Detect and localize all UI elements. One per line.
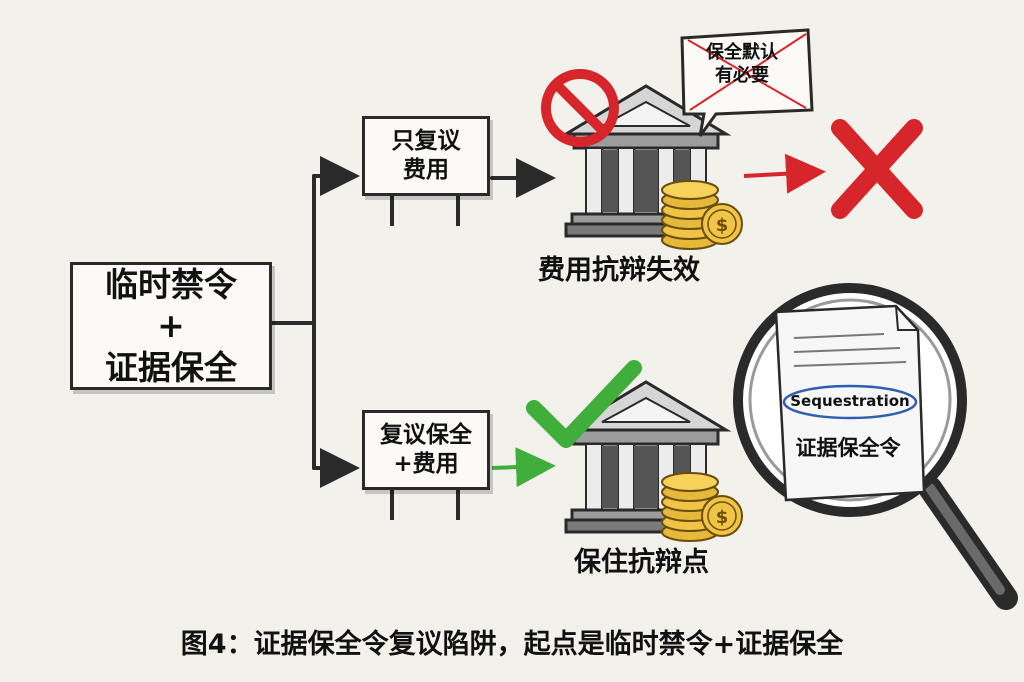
figure-caption: 图4：证据保全令复议陷阱，起点是临时禁令+证据保全 (180, 629, 844, 660)
start-box: 临时禁令 + 证据保全 (70, 262, 272, 390)
x-mark-icon (831, 119, 923, 219)
green-arrow (491, 447, 556, 488)
result-keep-label: 保住抗辩点 (574, 547, 709, 578)
sign-posts (390, 192, 460, 520)
speech-bubble-text: 保全默认 有必要 (686, 42, 798, 87)
no-entry-icon (541, 69, 619, 147)
sequestration-tag: Sequestration (790, 392, 910, 410)
speech-bubble (680, 28, 814, 137)
red-arrow (743, 153, 826, 194)
speech-line1: 保全默认 (706, 42, 778, 63)
sign-preservation-and-fee: 复议保全 +费用 (362, 410, 490, 490)
result-fail-label: 费用抗辩失效 (538, 255, 700, 286)
checkmark-icon (526, 360, 642, 448)
start-line1: 临时禁令 (105, 265, 237, 305)
preservation-order-label: 证据保全令 (795, 436, 901, 460)
start-line2: 证据保全 (105, 347, 237, 387)
coin-stack-icon (661, 180, 743, 250)
flow-connectors (266, 156, 556, 488)
speech-line2: 有必要 (715, 64, 769, 86)
sign-fee-only: 只复议 费用 (362, 116, 490, 196)
sign-both-line2: +费用 (393, 451, 459, 477)
start-plus: + (157, 306, 185, 346)
coin-stack-icon (661, 472, 743, 542)
sign-fee-line1: 只复议 (391, 128, 461, 155)
magnifying-glass-icon (733, 283, 1018, 610)
sign-fee-line2: 费用 (403, 157, 449, 183)
sign-both-line1: 复议保全 (380, 422, 472, 449)
